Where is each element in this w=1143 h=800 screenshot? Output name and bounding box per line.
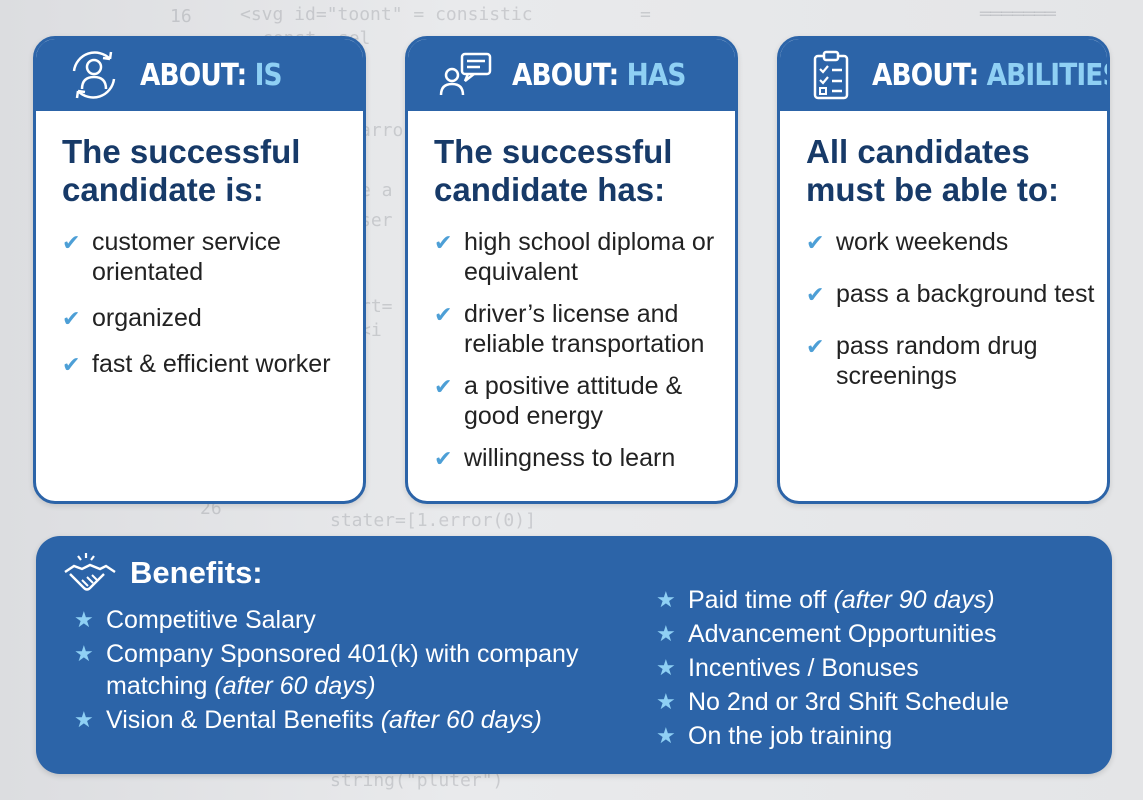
card-title-line: must be able to: — [806, 171, 1060, 208]
list-item-text: organized — [92, 304, 202, 332]
check-icon: ✔ — [62, 230, 81, 255]
header-keyword: ABILITIES — [986, 57, 1110, 93]
list-item-text: a positive attitude & good energy — [464, 372, 683, 430]
check-icon: ✔ — [434, 374, 453, 399]
benefits-panel: Benefits: ★ Competitive Salary ★ Company S… — [36, 536, 1112, 774]
about-is-card: ABOUT: IS The successful candidate is: ✔… — [33, 36, 366, 504]
benefit-text: Competitive Salary — [106, 606, 316, 634]
benefit-text: Paid time off — [688, 586, 834, 614]
benefit-item: ★ Advancement Opportunities — [656, 618, 1096, 650]
card-header-title: ABOUT: HAS — [512, 58, 686, 93]
list-item-text: high school diploma or equivalent — [464, 228, 715, 286]
benefit-item: ★ Vision & Dental Benefits (after 60 days… — [74, 704, 594, 736]
star-icon: ★ — [74, 607, 94, 632]
benefit-text: Advancement Opportunities — [688, 620, 997, 648]
check-icon: ✔ — [806, 282, 825, 307]
list-item: ✔ work weekends — [806, 227, 1097, 257]
benefit-text: Company Sponsored 401(k) with company ma… — [106, 640, 579, 700]
list-item: ✔ a positive attitude & good energy — [434, 371, 725, 431]
star-icon: ★ — [74, 641, 94, 666]
list-item-text: pass random drug screenings — [836, 332, 1038, 390]
check-icon: ✔ — [434, 302, 453, 327]
card-header: ABOUT: IS — [36, 39, 363, 111]
star-icon: ★ — [74, 707, 94, 732]
list-item: ✔ organized — [62, 303, 353, 333]
star-icon: ★ — [656, 723, 676, 748]
card-header-title: ABOUT: ABILITIES — [872, 57, 1110, 93]
header-prefix: ABOUT: — [512, 57, 619, 93]
header-prefix: ABOUT: — [872, 57, 979, 93]
benefits-title: Benefits: — [130, 555, 263, 590]
star-icon: ★ — [656, 655, 676, 680]
benefit-item: ★ Incentives / Bonuses — [656, 652, 1096, 684]
benefits-header: Benefits: — [62, 550, 263, 596]
check-list: ✔ high school diploma or equivalent ✔ driv… — [408, 227, 735, 473]
card-header: ABOUT: HAS — [408, 39, 735, 111]
benefit-text: Vision & Dental Benefits — [106, 706, 381, 734]
benefit-note: (after 60 days) — [380, 706, 542, 734]
card-title: The successful candidate is: — [62, 133, 339, 209]
list-item-text: pass a background test — [836, 280, 1095, 308]
list-item: ✔ driver’s license and reliable transport… — [434, 299, 725, 359]
card-title-line: The successful — [62, 133, 301, 170]
benefit-text: No 2nd or 3rd Shift Schedule — [688, 688, 1010, 716]
list-item: ✔ fast & efficient worker — [62, 349, 353, 379]
benefit-note: (after 90 days) — [833, 586, 995, 614]
card-title: The successful candidate has: — [434, 133, 711, 209]
list-item: ✔ willingness to learn — [434, 443, 725, 473]
person-chat-icon — [439, 52, 492, 96]
benefit-item: ★ No 2nd or 3rd Shift Schedule — [656, 686, 1096, 718]
about-has-card: ABOUT: HAS The successful candidate has:… — [405, 36, 738, 504]
star-icon: ★ — [656, 621, 676, 646]
list-item: ✔ pass random drug screenings — [806, 331, 1097, 391]
check-icon: ✔ — [62, 306, 81, 331]
card-header-title: ABOUT: IS — [140, 57, 283, 93]
benefit-item: ★ Paid time off (after 90 days) — [656, 584, 1096, 616]
card-header: ABOUT: ABILITIES — [780, 39, 1107, 111]
header-keyword: IS — [254, 57, 283, 93]
list-item: ✔ high school diploma or equivalent — [434, 227, 725, 287]
star-icon: ★ — [656, 587, 676, 612]
star-icon: ★ — [656, 689, 676, 714]
handshake-icon — [64, 553, 116, 591]
benefit-item: ★ On the job training — [656, 720, 1096, 752]
benefit-text: On the job training — [688, 722, 893, 750]
list-item: ✔ pass a background test — [806, 279, 1097, 309]
benefits-list-right: ★ Paid time off (after 90 days) ★ Advancem… — [656, 584, 1096, 754]
check-icon: ✔ — [806, 230, 825, 255]
benefit-item: ★ Company Sponsored 401(k) with company m… — [74, 638, 594, 702]
card-title-line: All candidates — [806, 133, 1030, 170]
header-keyword: HAS — [626, 57, 687, 93]
list-item-text: fast & efficient worker — [92, 350, 331, 378]
about-abilities-card: ABOUT: ABILITIES All candidates must be … — [777, 36, 1110, 504]
list-item-text: work weekends — [836, 228, 1009, 256]
list-item: ✔ customer service orientated — [62, 227, 353, 287]
card-title: All candidates must be able to: — [806, 133, 1083, 209]
check-icon: ✔ — [806, 334, 825, 359]
check-icon: ✔ — [62, 352, 81, 377]
card-title-line: The successful — [434, 133, 673, 170]
benefit-note: (after 60 days) — [214, 672, 376, 700]
person-cycle-icon — [72, 51, 116, 99]
list-item-text: customer service orientated — [92, 228, 281, 286]
header-prefix: ABOUT: — [140, 57, 247, 93]
check-list: ✔customer service orientated ✔organized … — [36, 227, 363, 379]
check-icon: ✔ — [434, 230, 453, 255]
check-list: ✔ work weekends ✔ pass a background test ✔… — [780, 227, 1107, 391]
list-item-text: willingness to learn — [464, 444, 676, 472]
benefit-item: ★ Competitive Salary — [74, 604, 594, 636]
card-title-line: candidate has: — [434, 171, 666, 208]
benefits-list-left: ★ Competitive Salary ★ Company Sponsored 4… — [74, 604, 594, 738]
check-icon: ✔ — [434, 446, 453, 471]
card-title-line: candidate is: — [62, 171, 264, 208]
list-item-text: driver’s license and reliable transporta… — [464, 300, 705, 358]
benefit-text: Incentives / Bonuses — [688, 654, 919, 682]
clipboard-checklist-icon — [813, 50, 849, 100]
